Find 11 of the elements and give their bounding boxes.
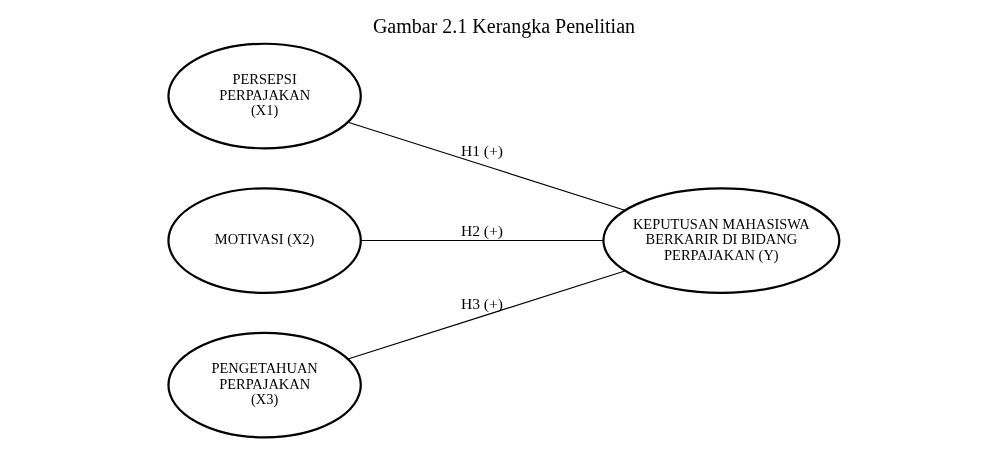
connector	[347, 121, 626, 211]
node-ellipse: PERSEPSI PERPAJAKAN (X1)	[167, 42, 362, 150]
connector	[347, 270, 626, 360]
edge-label: H3 (+)	[460, 294, 504, 312]
edge-label: H2 (+)	[460, 222, 504, 240]
node-ellipse: MOTIVASI (X2)	[167, 187, 362, 294]
diagram-title: Gambar 2.1 Kerangka Penelitian	[372, 15, 636, 38]
node-ellipse: KEPUTUSAN MAHASISWA BERKARIR DI BIDANG PERPAJAKAN (Y)	[602, 187, 841, 294]
node-ellipse: PENGETAHUAN PERPAJAKAN (X3)	[167, 331, 362, 439]
edge-label: H1 (+)	[460, 142, 504, 160]
connector	[360, 240, 604, 242]
